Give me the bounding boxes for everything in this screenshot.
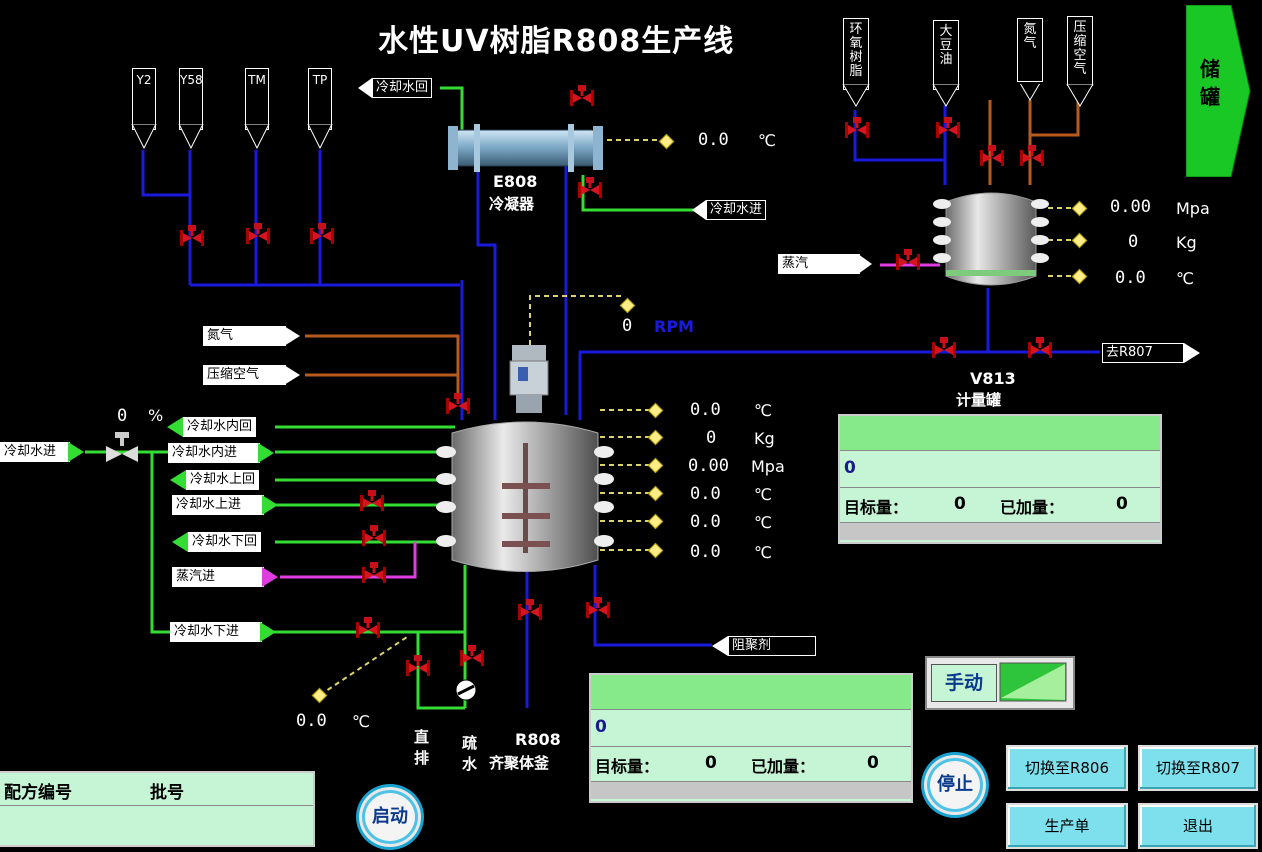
r808-dosing-panel: 0 目标量： 0 已加量： 0	[589, 673, 913, 803]
sewer-label: 疏水	[462, 734, 478, 773]
valve-opening-unit: %	[148, 406, 164, 425]
recipe-no-label: 配方编号	[4, 783, 72, 803]
v813-target-label: 目标量：	[844, 498, 909, 517]
v813-target: 0	[954, 494, 966, 514]
valve-cw-lower-in[interactable]	[356, 617, 380, 638]
reactor-reading-3: 0.00	[688, 456, 729, 476]
valve-opening: 0	[117, 406, 128, 426]
tag-soybean-oil: 大豆油	[933, 20, 959, 90]
valve-cw-upper-in[interactable]	[360, 490, 384, 511]
valve-steam-in[interactable]	[362, 562, 386, 583]
stop-button[interactable]: 停止	[921, 752, 989, 818]
tank-v813	[933, 192, 1049, 286]
valve-steam-v813[interactable]	[896, 249, 920, 270]
switch-to-r807-button[interactable]: 切换至R807	[1138, 745, 1258, 791]
mode-switch-icon	[999, 662, 1067, 702]
agitator-rpm: 0	[622, 316, 633, 336]
condenser-temp-unit: ℃	[758, 131, 776, 150]
valve-cw-lower-return[interactable]	[362, 525, 386, 546]
tag-compressed-air: 压缩空气	[1067, 16, 1093, 86]
tag-tp: TP	[308, 68, 332, 130]
mode-label: 手动	[931, 664, 997, 702]
condenser-sub: 冷凝器	[489, 195, 535, 213]
agitator-motor	[509, 345, 549, 413]
valve-air-v813[interactable]	[1020, 145, 1044, 166]
agitator-rpm-unit: RPM	[654, 317, 694, 336]
reactor-reading-5: 0.0	[690, 512, 721, 532]
valve-n2-v813[interactable]	[980, 145, 1004, 166]
reactor-r808	[436, 421, 614, 572]
valve-sewer[interactable]	[460, 645, 484, 666]
feed-pointers	[842, 84, 1094, 107]
v813-added: 0	[1116, 494, 1128, 514]
valve-v813-out[interactable]	[932, 337, 956, 358]
v813-weight: 0	[1128, 232, 1139, 252]
condenser-name: E808	[493, 172, 538, 191]
control-valve-icon[interactable]	[104, 430, 140, 466]
recipe-input[interactable]	[0, 806, 313, 843]
reactor-reading-1: 0.0	[690, 400, 721, 420]
reactor-unit-6: ℃	[754, 543, 772, 562]
v813-temp-unit: ℃	[1176, 269, 1194, 288]
valve-soybean[interactable]	[936, 117, 960, 138]
valve-inhibitor[interactable]	[586, 597, 610, 618]
reactor-reading-2: 0	[706, 428, 717, 448]
mode-toggle[interactable]: 手动	[925, 656, 1075, 710]
v813-weight-unit: Kg	[1176, 233, 1197, 252]
production-order-button[interactable]: 生产单	[1006, 803, 1128, 849]
tag-y58: Y58	[179, 68, 203, 130]
valve-cw-in[interactable]	[578, 177, 602, 198]
r808-added-label: 已加量：	[751, 757, 816, 776]
exit-button[interactable]: 退出	[1138, 803, 1258, 849]
tag-nitrogen: 氮气	[1017, 18, 1043, 82]
valve-y58[interactable]	[180, 225, 204, 246]
v813-added-label: 已加量：	[1000, 498, 1065, 517]
condenser-e808	[448, 124, 603, 172]
switch-to-r806-button[interactable]: 切换至R806	[1006, 745, 1128, 791]
start-button[interactable]: 启动	[356, 784, 424, 850]
r808-added: 0	[867, 753, 879, 773]
v813-temp: 0.0	[1115, 268, 1146, 288]
v813-dosing-panel: 0 目标量： 0 已加量： 0	[838, 414, 1162, 544]
storage-tank-label: 储罐	[1200, 57, 1220, 109]
valve-to-r807[interactable]	[1028, 337, 1052, 358]
reactor-unit-3: Mpa	[751, 457, 785, 476]
r808-target-label: 目标量：	[595, 757, 660, 776]
tag-y2: Y2	[132, 68, 156, 130]
direct-drain-label: 直排	[414, 728, 430, 767]
reactor-unit-5: ℃	[754, 513, 772, 532]
reactor-unit-4: ℃	[754, 485, 772, 504]
page-title: 水性UV树脂R808生产线	[378, 24, 735, 59]
drain-temp: 0.0	[296, 711, 327, 731]
steam-trap-icon	[455, 679, 477, 701]
reactor-reading-4: 0.0	[690, 484, 721, 504]
reactor-unit-1: ℃	[754, 401, 772, 420]
r808-target: 0	[705, 753, 717, 773]
drain-temp-unit: ℃	[352, 712, 370, 731]
reactor-sub: 齐聚体釜	[489, 754, 550, 772]
v813-pressure: 0.00	[1110, 197, 1151, 217]
valve-bottom-outlet[interactable]	[518, 599, 542, 620]
v813-panel-value: 0	[844, 458, 856, 478]
valve-tp[interactable]	[310, 223, 334, 244]
reactor-unit-2: Kg	[754, 429, 775, 448]
recipe-panel: 配方编号 批号	[0, 771, 315, 847]
v813-name: V813	[970, 369, 1016, 388]
reactor-reading-6: 0.0	[690, 542, 721, 562]
valve-tm[interactable]	[246, 223, 270, 244]
v813-sub: 计量罐	[956, 391, 1002, 409]
storage-tank-button[interactable]	[1186, 5, 1252, 177]
valve-direct-drain[interactable]	[406, 655, 430, 676]
batch-no-label: 批号	[150, 783, 184, 803]
valve-cw-return[interactable]	[570, 85, 594, 106]
tag-tm: TM	[245, 68, 269, 130]
r808-panel-value: 0	[595, 717, 607, 737]
valve-gas-in[interactable]	[446, 393, 470, 414]
condenser-temp: 0.0	[698, 130, 729, 150]
valve-epoxy[interactable]	[845, 117, 869, 138]
reactor-name: R808	[515, 730, 561, 749]
v813-pressure-unit: Mpa	[1176, 199, 1210, 218]
tag-pointers	[131, 124, 333, 150]
